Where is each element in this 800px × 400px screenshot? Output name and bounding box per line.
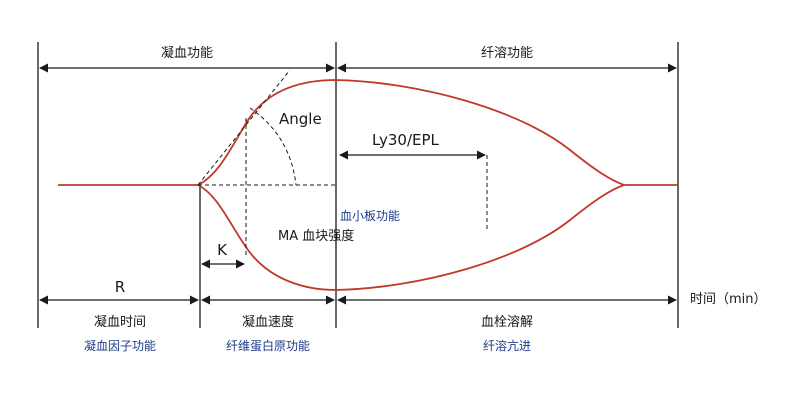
label-coagulation-function: 凝血功能 — [161, 45, 213, 61]
label-k: K — [217, 241, 228, 259]
label-fibrinogen-function: 纤维蛋白原功能 — [226, 338, 310, 353]
label-fibrinolysis-function: 纤溶功能 — [481, 46, 533, 61]
label-coagulation-time: 凝血时间 — [94, 314, 146, 330]
label-platelet-function: 血小板功能 — [340, 209, 400, 223]
label-thrombolysis: 血栓溶解 — [481, 315, 533, 330]
label-coagulation-speed: 凝血速度 — [242, 314, 294, 330]
teg-curve-upper — [197, 79, 625, 186]
teg-curve-lower — [197, 184, 625, 291]
label-ly30-epl: Ly30/EPL — [372, 131, 440, 149]
label-hyperfibrinolysis: 纤溶亢进 — [483, 338, 531, 353]
label-angle: Angle — [279, 110, 322, 128]
label-r: R — [115, 278, 125, 296]
label-coagulation-factor-function: 凝血因子功能 — [84, 338, 156, 353]
label-time-axis: 时间（min） — [690, 292, 767, 307]
label-ma-strength: MA 血块强度 — [278, 228, 354, 244]
angle-arc-dashed — [249, 107, 297, 186]
angle-tangent-dashed — [197, 69, 291, 186]
